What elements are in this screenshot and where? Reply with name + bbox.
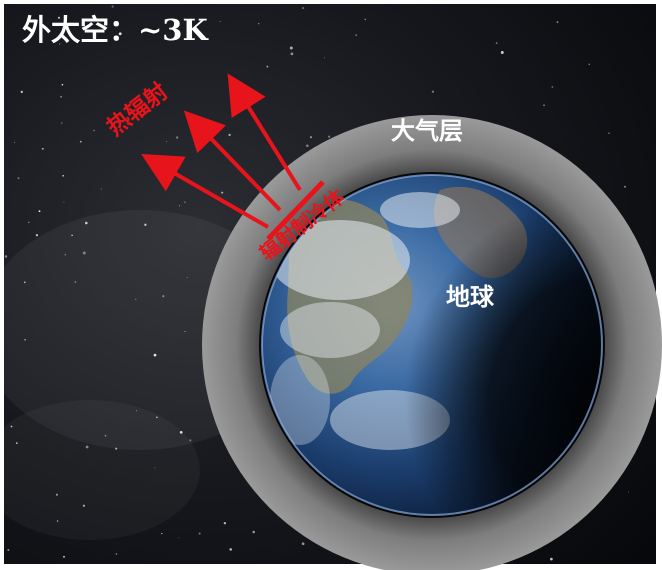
star — [156, 416, 158, 419]
star — [115, 447, 118, 450]
radiation-arrow-2 — [183, 110, 282, 212]
atmosphere-label: 大气层 — [391, 116, 463, 145]
star — [59, 43, 61, 45]
star — [162, 295, 165, 298]
star — [7, 548, 10, 552]
star — [184, 201, 186, 203]
earth-limb-glow — [261, 174, 603, 516]
star — [179, 430, 183, 434]
star — [63, 555, 65, 558]
star — [290, 52, 294, 56]
star — [24, 338, 26, 341]
star — [71, 234, 73, 237]
star — [17, 177, 20, 180]
star — [309, 136, 313, 139]
star — [302, 7, 305, 10]
star — [258, 23, 260, 25]
star — [153, 353, 157, 357]
radiative-cooler-bar — [266, 180, 325, 241]
star — [15, 442, 18, 444]
star — [189, 439, 192, 442]
star — [82, 504, 86, 507]
star — [82, 251, 86, 255]
star — [431, 90, 435, 93]
star — [104, 434, 107, 437]
star — [223, 522, 227, 525]
nebula-haze — [0, 400, 200, 540]
star — [178, 537, 180, 539]
star — [135, 410, 138, 412]
star — [55, 493, 58, 496]
star — [64, 253, 67, 256]
star — [219, 20, 221, 22]
star — [10, 425, 13, 428]
star — [327, 135, 331, 138]
star — [4, 255, 8, 258]
star — [58, 16, 60, 19]
star — [500, 51, 504, 54]
star — [111, 5, 114, 8]
outer-space-label: 外太空：~3K — [22, 13, 208, 47]
star — [93, 129, 95, 132]
star — [543, 104, 545, 106]
star — [608, 132, 610, 134]
star — [198, 532, 201, 535]
star — [184, 330, 186, 333]
star — [85, 445, 89, 449]
star — [628, 491, 630, 493]
star — [186, 277, 188, 278]
star — [228, 133, 231, 137]
star — [266, 65, 269, 68]
star — [495, 42, 498, 44]
star — [588, 63, 591, 66]
star — [624, 185, 626, 188]
star — [23, 281, 26, 284]
star — [61, 122, 63, 124]
star — [56, 520, 59, 522]
earth-label: 地球 — [446, 282, 494, 311]
star — [175, 136, 179, 139]
star — [550, 557, 553, 561]
star — [364, 18, 367, 21]
star — [551, 86, 554, 88]
star — [221, 191, 224, 194]
star — [79, 140, 82, 143]
star — [144, 223, 147, 226]
star — [252, 530, 255, 534]
star — [301, 542, 305, 546]
radiation-arrow-3 — [227, 73, 302, 192]
star — [62, 174, 65, 177]
star — [74, 281, 77, 283]
star — [289, 46, 293, 50]
star — [115, 553, 118, 555]
star — [179, 205, 181, 207]
star — [28, 221, 30, 223]
star-field — [4, 5, 630, 561]
star — [134, 298, 137, 301]
star — [20, 90, 23, 94]
star — [38, 210, 41, 213]
star — [61, 83, 64, 86]
star — [100, 188, 102, 190]
star — [229, 548, 232, 551]
star — [154, 467, 156, 469]
star — [161, 532, 163, 535]
star — [60, 95, 63, 98]
star — [63, 201, 65, 203]
star — [14, 141, 16, 143]
star — [153, 169, 157, 172]
star — [355, 34, 358, 37]
star — [118, 32, 122, 36]
radiation-arrow-1 — [141, 154, 269, 229]
star — [556, 21, 559, 24]
star — [306, 144, 309, 147]
star — [41, 147, 44, 150]
star — [35, 234, 39, 237]
star — [324, 57, 325, 59]
star — [84, 221, 88, 225]
star — [166, 141, 168, 142]
